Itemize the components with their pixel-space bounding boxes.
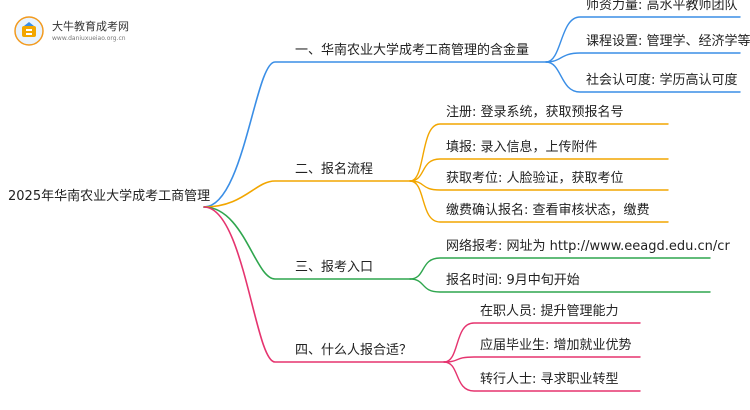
leaf-connector [409,278,711,293]
branch-connector [203,61,547,208]
leaf-node: 师资力量: 高水平教师团队 [586,0,738,13]
leaf-node: 课程设置: 管理学、经济学等 [586,34,750,49]
leaf-connector [545,16,741,63]
leaf-node: 报名时间: 9月中旬开始 [446,273,580,288]
branch-connector [203,206,411,280]
leaf-node: 注册: 登录系统，获取预报名号 [446,105,624,120]
leaf-connector [443,322,641,363]
leaf-connector [409,123,669,182]
leaf-connector [409,257,711,280]
leaf-connector [545,61,741,93]
logo-badge-icon [14,16,44,46]
leaf-connector [443,356,641,363]
leaf-node: 缴费确认报名: 查看审核状态，缴费 [446,203,650,218]
branch-node: 四、什么人报合适？ [295,343,413,358]
leaf-connector [409,180,669,223]
logo-url: www.daniuxueiao.org.cn [52,35,126,42]
leaf-node: 转行人士: 寻求职业转型 [480,372,619,387]
leaf-node: 获取考位: 人脸验证，获取考位 [446,171,624,186]
branch-node: 三、报考入口 [295,260,374,275]
branch-node: 二、报名流程 [295,162,374,177]
branch-connector [203,206,445,363]
branch-node: 一、华南农业大学成考工商管理的含金量 [295,43,530,58]
leaf-node: 应届毕业生: 增加就业优势 [480,338,632,353]
leaf-connector [409,158,669,182]
root-node: 2025年华南农业大学成考工商管理 [8,189,211,204]
leaf-node: 填报: 录入信息，上传附件 [446,140,598,155]
leaf-node: 在职人员: 提升管理能力 [480,304,619,319]
leaf-node: 社会认可度: 学历高认可度 [586,73,738,88]
site-logo: 大牛教育成考网 www.daniuxueiao.org.cn [14,14,154,50]
leaf-node: 网络报考: 网址为 http://www.eeagd.edu.cn/cr [446,239,730,254]
leaf-connector [409,180,669,191]
leaf-connector [443,361,641,392]
leaf-connector [545,52,741,63]
branch-connector [203,180,411,208]
logo-title: 大牛教育成考网 [52,20,129,33]
